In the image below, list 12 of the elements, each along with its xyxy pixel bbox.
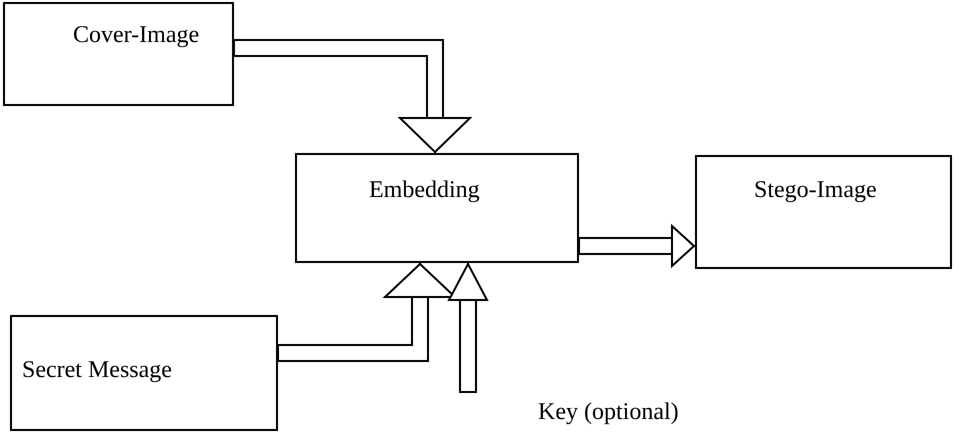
box-label: Secret Message <box>22 357 172 384</box>
process-box <box>295 153 579 263</box>
process-box <box>3 2 234 106</box>
block-arrow <box>448 263 488 393</box>
block-arrow <box>578 225 695 267</box>
process-box <box>10 315 278 431</box>
input-label: Key (optional) <box>440 392 705 432</box>
block-arrow <box>233 39 471 153</box>
process-box <box>695 155 952 269</box>
box-label: Stego-Image <box>754 177 877 204</box>
box-label: Cover-Image <box>73 22 200 49</box>
box-label: Embedding <box>369 177 480 204</box>
